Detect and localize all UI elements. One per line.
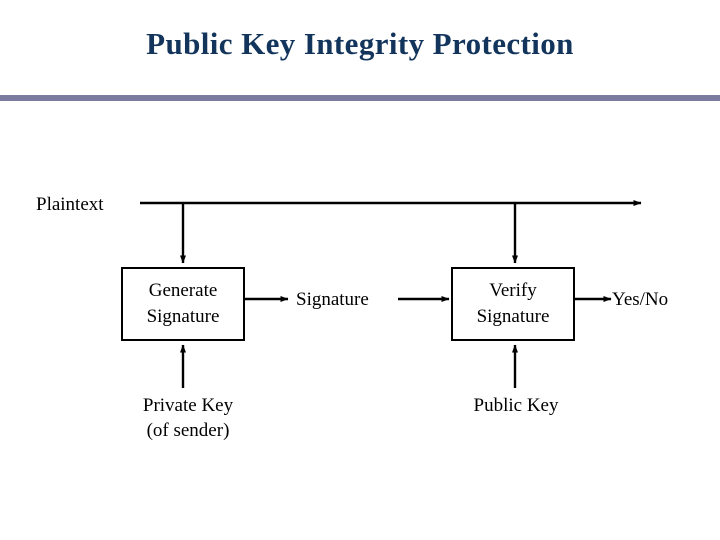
process-box-verify-signature[interactable]: Verify Signature	[451, 267, 575, 341]
label-yes-no: Yes/No	[612, 289, 669, 310]
page-title: Public Key Integrity Protection	[146, 26, 574, 61]
label-public-key: Public Key	[473, 395, 559, 416]
process-box-generate-signature[interactable]: Generate Signature	[121, 267, 245, 341]
generate-signature-line2: Signature	[146, 306, 220, 327]
generate-signature-line1: Generate	[148, 280, 218, 301]
label-signature: Signature	[296, 289, 369, 310]
label-plaintext: Plaintext	[36, 194, 104, 215]
verify-signature-line2: Signature	[476, 306, 550, 327]
label-private-key: Private Key (of sender)	[108, 393, 268, 443]
title-divider-rule	[0, 95, 720, 101]
verify-signature-line1: Verify	[489, 280, 537, 301]
label-private-key-line2: (of sender)	[146, 420, 230, 441]
label-private-key-line1: Private Key	[142, 395, 234, 416]
